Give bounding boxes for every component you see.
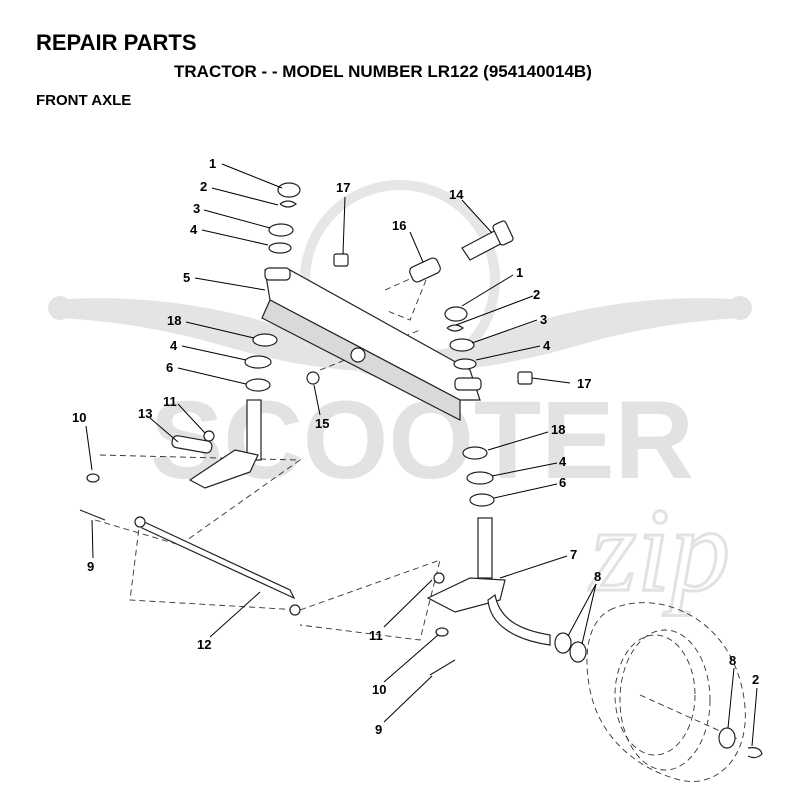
callout-2-wheel-clip: 2: [752, 672, 759, 687]
callout-15-nut: 15: [315, 416, 329, 431]
callout-18-left: 18: [167, 313, 181, 328]
drag-link: [134, 516, 301, 616]
front-wheel: [586, 602, 763, 782]
callout-4-washer-left-top: 4: [190, 222, 198, 237]
callout-numbers: 1 2 3 4 5 17 16 14 1 2 3 4 17 18 4 6 15 …: [72, 156, 759, 737]
watermark-right-knob: [728, 296, 752, 320]
callout-3-washer-left: 3: [193, 201, 200, 216]
callout-17-fitting-right: 17: [577, 376, 591, 391]
left-spindle: [171, 182, 301, 489]
right-spindle: [426, 306, 587, 663]
callout-2-clip-left: 2: [200, 179, 207, 194]
hardware: [79, 220, 533, 676]
callout-16-bushing: 16: [392, 218, 406, 233]
callout-9-left: 9: [87, 559, 94, 574]
callout-18-right: 18: [551, 422, 565, 437]
callout-4-washer-right-top: 4: [543, 338, 551, 353]
callout-11-right: 11: [369, 628, 383, 643]
axle-beam: [261, 267, 482, 421]
watermark-wrench-shape: [55, 298, 745, 372]
page-title: REPAIR PARTS: [36, 30, 197, 55]
watermark-left-knob: [48, 296, 72, 320]
callout-13-arm: 13: [138, 406, 152, 421]
callout-11-left: 11: [163, 394, 177, 409]
watermark-script: zip: [588, 483, 730, 616]
callout-10-left: 10: [72, 410, 86, 425]
watermark: SCOOTER zip: [48, 180, 752, 618]
callout-14-bolt: 14: [449, 187, 464, 202]
callout-1-cap-left: 1: [209, 156, 216, 171]
callout-4-right-lower: 4: [559, 454, 567, 469]
callout-17-fitting-left: 17: [336, 180, 350, 195]
callout-7-spindle: 7: [570, 547, 577, 562]
callout-6-left: 6: [166, 360, 173, 375]
callout-leaders: [85, 163, 758, 747]
callout-5-axle: 5: [183, 270, 190, 285]
callout-8-washers: 8: [594, 569, 601, 584]
callout-10-right: 10: [372, 682, 386, 697]
callout-1-cap-right: 1: [516, 265, 523, 280]
callout-9-right: 9: [375, 722, 382, 737]
callout-2-clip-right: 2: [533, 287, 540, 302]
callout-8-wheel: 8: [729, 653, 736, 668]
section-title: FRONT AXLE: [36, 92, 132, 109]
callout-4-left-mid: 4: [170, 338, 178, 353]
callout-3-washer-right: 3: [540, 312, 547, 327]
callout-6-right: 6: [559, 475, 566, 490]
model-subtitle: TRACTOR - - MODEL NUMBER LR122 (95414001…: [174, 62, 592, 81]
callout-12-drag-link: 12: [197, 637, 211, 652]
